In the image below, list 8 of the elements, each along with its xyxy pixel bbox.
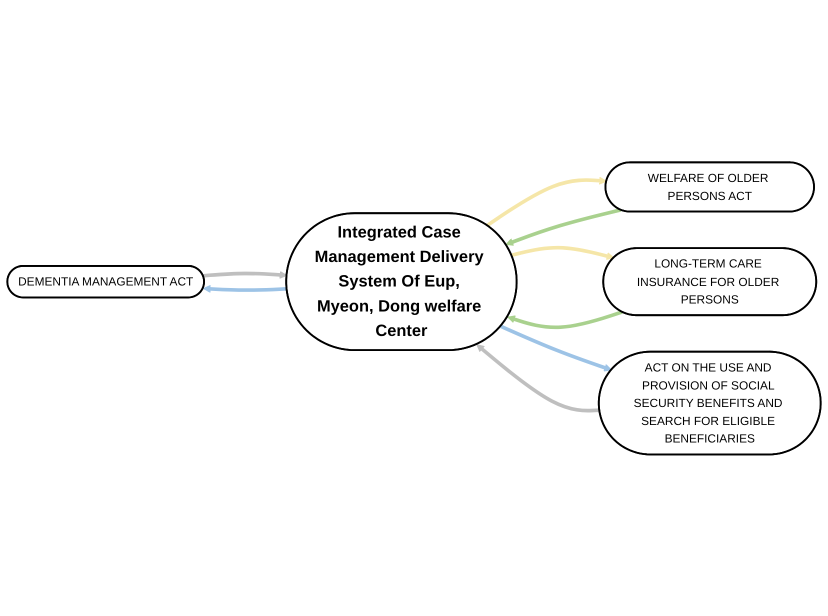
arrow: [203, 270, 288, 279]
arrow: [511, 245, 614, 260]
arrow: [507, 310, 623, 329]
arrow: [202, 284, 288, 293]
arrow: [506, 208, 622, 246]
arrow: [486, 176, 608, 227]
arrow: [476, 344, 600, 412]
arrow: [500, 324, 612, 372]
